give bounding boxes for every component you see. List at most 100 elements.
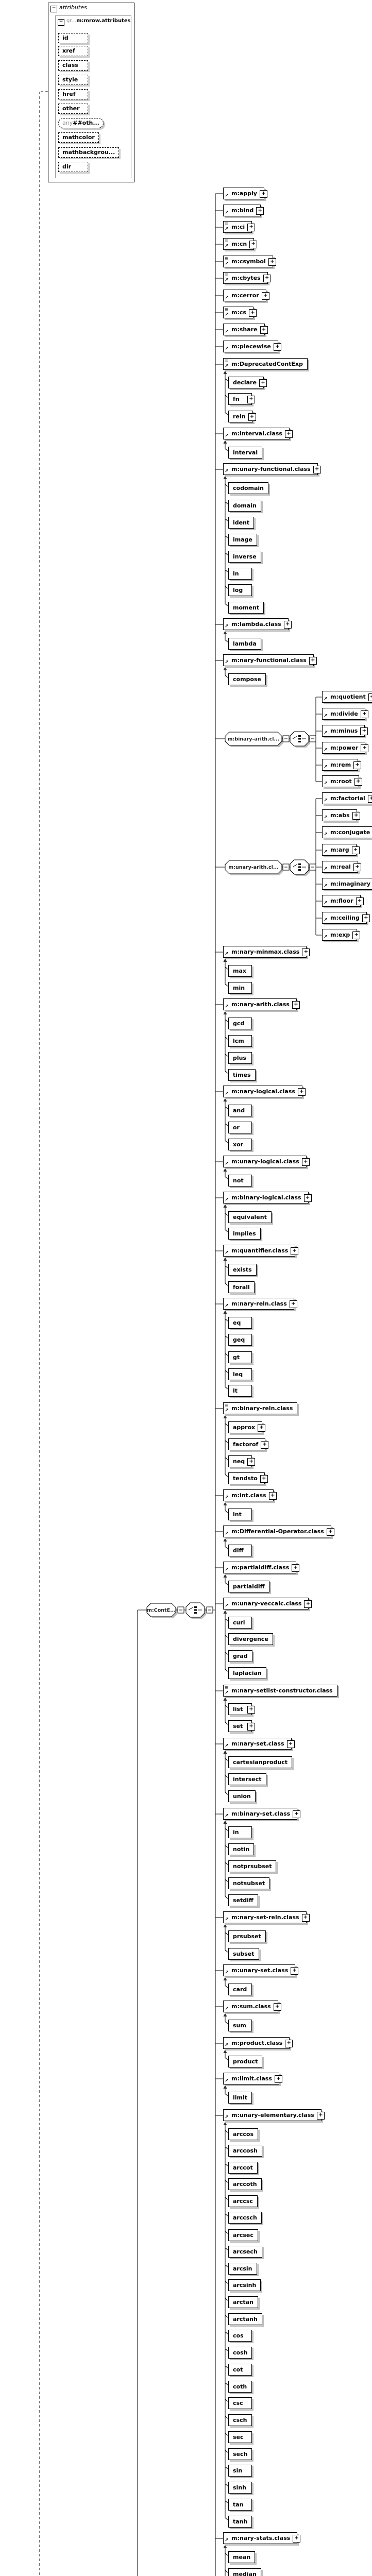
element-m-root[interactable]: m:root↗+ xyxy=(322,775,362,787)
expand-icon[interactable]: + xyxy=(292,1564,300,1572)
element-m-apply[interactable]: m:apply↗+ xyxy=(223,188,267,199)
element-m-sum-class[interactable]: m:sum.class↗+ xyxy=(223,2001,281,2012)
element-domain[interactable]: domain xyxy=(228,500,261,512)
element-times[interactable]: times xyxy=(228,1069,256,1081)
element-m-csymbol[interactable]: m:csymbol≡↗+ xyxy=(223,256,276,267)
expand-icon[interactable]: + xyxy=(309,656,317,665)
element-m-ci[interactable]: m:ci≡↗+ xyxy=(223,221,256,233)
expand-icon[interactable]: + xyxy=(259,190,267,198)
element-forall[interactable]: forall xyxy=(228,1281,255,1293)
expand-icon[interactable]: + xyxy=(360,710,368,718)
element-m-unary-veccalc-class[interactable]: m:unary-veccalc.class↗+ xyxy=(223,1598,312,1609)
expand-icon[interactable]: + xyxy=(326,1528,334,1536)
expand-icon[interactable]: + xyxy=(302,948,310,956)
element-product[interactable]: product xyxy=(228,2056,263,2067)
element-m-quotient[interactable]: m:quotient↗+ xyxy=(322,691,372,703)
element-m-nary-set-reln-class[interactable]: m:nary-set-reln.class↗+ xyxy=(223,1911,310,1923)
expand-icon[interactable]: + xyxy=(297,1088,306,1096)
element-inverse[interactable]: inverse xyxy=(228,551,261,563)
element-m-floor[interactable]: m:floor↗+ xyxy=(322,895,364,907)
element-m-binary-logical-class[interactable]: m:binary-logical.class↗+ xyxy=(223,1192,312,1204)
element-m-abs[interactable]: m:abs↗+ xyxy=(322,809,360,821)
element-cos[interactable]: cos xyxy=(228,2330,252,2342)
expand-icon[interactable]: + xyxy=(360,727,368,735)
element-interval[interactable]: interval xyxy=(228,447,263,459)
element-m-deprecatedcontexp[interactable]: m:DeprecatedContExp≡↗ xyxy=(223,358,308,370)
element-m-quantifier-class[interactable]: m:quantifier.class↗+ xyxy=(223,1245,299,1257)
element-exists[interactable]: exists xyxy=(228,1264,257,1276)
expand-icon[interactable]: + xyxy=(291,1967,299,1975)
element-m-cn[interactable]: m:cn≡↗+ xyxy=(223,238,258,250)
element-list[interactable]: list+ xyxy=(228,1703,255,1715)
element-m-arg[interactable]: m:arg↗+ xyxy=(322,844,360,856)
expand-icon[interactable]: + xyxy=(249,240,258,248)
element-divergence[interactable]: divergence xyxy=(228,1633,273,1645)
element-sin[interactable]: sin xyxy=(228,2465,252,2477)
element-xor[interactable]: xor xyxy=(228,1139,252,1150)
element-arccsch[interactable]: arccsch xyxy=(228,2212,262,2224)
expand-icon[interactable]: + xyxy=(256,207,264,215)
expand-icon[interactable]: + xyxy=(303,1194,312,1202)
expand-icon[interactable]: + xyxy=(291,1247,299,1255)
attribute-mathcolor[interactable]: mathcolor xyxy=(58,132,99,143)
element-m-share[interactable]: m:share↗+ xyxy=(223,324,268,335)
attribute-id[interactable]: id xyxy=(58,33,88,43)
element-curl[interactable]: curl xyxy=(228,1617,252,1629)
element-prsubset[interactable]: prsubset xyxy=(228,1930,266,1942)
element-image[interactable]: image xyxy=(228,534,257,546)
attribute-href[interactable]: href xyxy=(58,89,88,99)
expand-icon[interactable]: + xyxy=(261,292,269,300)
element-arcsin[interactable]: arcsin xyxy=(228,2263,257,2275)
element-notprsubset[interactable]: notprsubset xyxy=(228,1860,277,1872)
expand-icon[interactable]: + xyxy=(248,413,256,421)
element-lt[interactable]: lt xyxy=(228,1385,252,1397)
expand-icon[interactable]: + xyxy=(283,620,292,629)
expand-icon[interactable]: + xyxy=(286,1740,295,1748)
element-not[interactable]: not xyxy=(228,1175,252,1187)
element-in[interactable]: in xyxy=(228,1826,252,1838)
element-sum[interactable]: sum xyxy=(228,2020,252,2031)
element-m-ceiling[interactable]: m:ceiling↗+ xyxy=(322,912,370,924)
element-arcsech[interactable]: arcsech xyxy=(228,2246,262,2258)
element-arccot[interactable]: arccot xyxy=(228,2162,258,2174)
element-fn[interactable]: fn+ xyxy=(228,393,255,405)
element-m-nary-setlist-constructor-class[interactable]: m:nary-setlist-constructor.class≡↗ xyxy=(223,1685,337,1697)
element-tan[interactable]: tan xyxy=(228,2499,252,2511)
expand-icon[interactable]: + xyxy=(352,811,360,820)
element-m-nary-stats-class[interactable]: m:nary-stats.class↗+ xyxy=(223,2532,301,2544)
expand-icon[interactable]: + xyxy=(268,258,276,266)
expand-icon[interactable]: + xyxy=(313,465,321,473)
element-m-binary-reln-class[interactable]: m:binary-reln.class≡↗ xyxy=(223,1402,298,1414)
element-m-divide[interactable]: m:divide↗+ xyxy=(322,708,368,720)
attribute-dir[interactable]: dir xyxy=(58,162,88,172)
element-sech[interactable]: sech xyxy=(228,2448,252,2460)
element-log[interactable]: log xyxy=(228,584,252,596)
expand-icon[interactable]: + xyxy=(268,1492,277,1500)
element-and[interactable]: and xyxy=(228,1105,252,1116)
expand-icon[interactable]: + xyxy=(353,761,362,769)
expand-icon[interactable]: + xyxy=(260,326,268,334)
expand-icon[interactable]: + xyxy=(247,1705,255,1714)
expand-icon[interactable]: + xyxy=(273,343,281,351)
element-m-lambda-class[interactable]: m:lambda.class↗+ xyxy=(223,618,292,630)
element-m-unary-logical-class[interactable]: m:unary-logical.class↗+ xyxy=(223,1156,310,1167)
element-implies[interactable]: implies xyxy=(228,1228,261,1240)
expand-icon[interactable]: + xyxy=(247,1722,255,1731)
element-m-nary-set-class[interactable]: m:nary-set.class↗+ xyxy=(223,1738,295,1750)
element-min[interactable]: min xyxy=(228,982,252,994)
element-m-binary-set-class[interactable]: m:binary-set.class↗+ xyxy=(223,1808,301,1820)
element-eq[interactable]: eq xyxy=(228,1317,252,1329)
element-leq[interactable]: leq xyxy=(228,1368,252,1380)
element-intersect[interactable]: intersect xyxy=(228,1773,266,1785)
element-m-factorial[interactable]: m:factorial↗+ xyxy=(322,792,372,804)
attribute-mathbackgrou[interactable]: mathbackgrou... xyxy=(58,147,120,158)
element-gcd[interactable]: gcd xyxy=(228,1018,252,1029)
element-geq[interactable]: geq xyxy=(228,1334,252,1346)
element-equivalent[interactable]: equivalent xyxy=(228,1211,272,1223)
element-set[interactable]: set+ xyxy=(228,1720,255,1732)
element-m-conjugate[interactable]: m:conjugate↗+ xyxy=(322,826,372,838)
expand-icon[interactable]: + xyxy=(260,1475,268,1483)
element-arccoth[interactable]: arccoth xyxy=(228,2178,262,2190)
element-sinh[interactable]: sinh xyxy=(228,2482,252,2494)
element-ident[interactable]: ident xyxy=(228,517,255,529)
